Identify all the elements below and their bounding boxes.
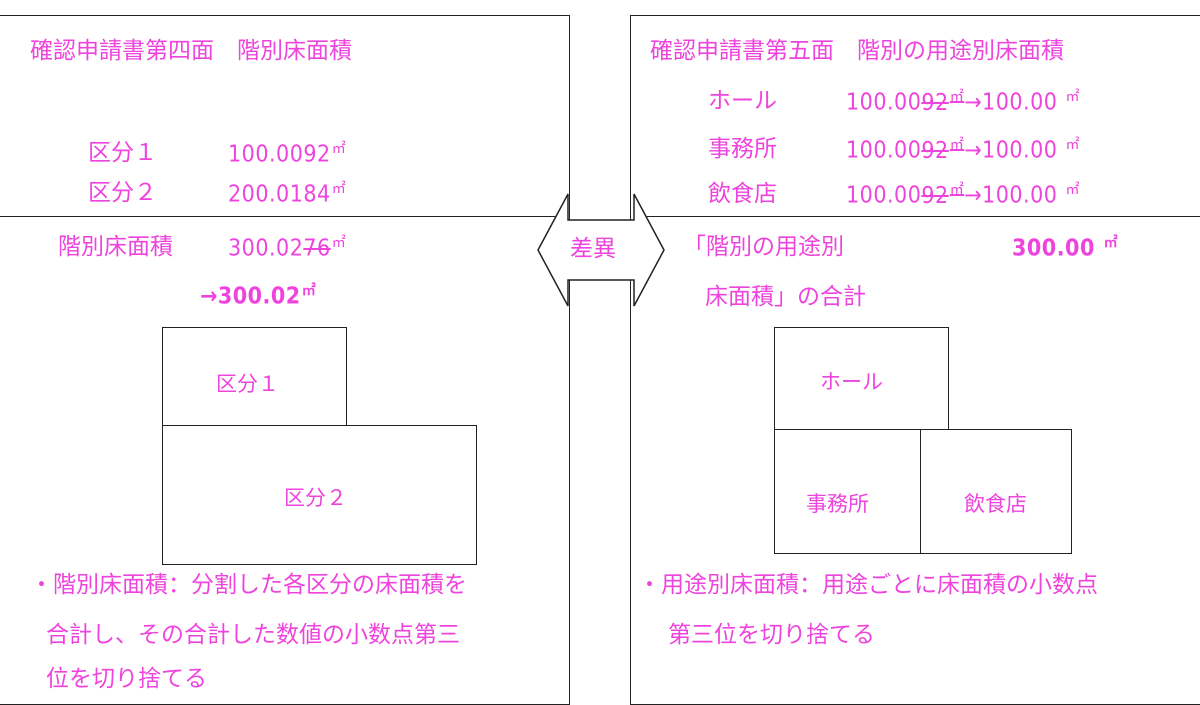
left-row-label: 区分２ bbox=[88, 180, 157, 206]
right-block-office bbox=[774, 429, 922, 554]
left-row-label: 区分１ bbox=[88, 140, 157, 166]
left-block-2-label: 区分２ bbox=[284, 486, 347, 510]
right-row-value: 100.0092㎡→100.00 ㎡ bbox=[846, 182, 1081, 209]
right-block-hall-label: ホール bbox=[820, 370, 883, 394]
left-row-value: 100.0092㎡ bbox=[228, 141, 347, 168]
center-label: 差異 bbox=[570, 236, 616, 262]
right-total-label-1: 「階別の用途別 bbox=[683, 234, 844, 260]
left-total-result: →300.02㎡ bbox=[200, 283, 317, 310]
right-row-label: ホール bbox=[708, 88, 777, 114]
right-note-line: ・用途別床面積：用途ごとに床面積の小数点 bbox=[638, 572, 1098, 598]
left-block-1 bbox=[162, 327, 347, 427]
left-block-2 bbox=[162, 425, 477, 565]
left-divider bbox=[0, 216, 560, 217]
right-row-value: 100.0092㎡→100.00 ㎡ bbox=[846, 137, 1081, 164]
right-total-value: 300.00 ㎡ bbox=[1012, 235, 1119, 262]
right-divider bbox=[638, 216, 1200, 217]
left-row-value: 200.0184㎡ bbox=[228, 181, 347, 208]
right-row-label: 事務所 bbox=[708, 136, 777, 162]
right-block-office-label: 事務所 bbox=[806, 492, 869, 516]
left-title: 確認申請書第四面 階別床面積 bbox=[30, 38, 352, 64]
left-total-label: 階別床面積 bbox=[58, 234, 173, 260]
left-total-value: 300.0276㎡ bbox=[228, 235, 347, 262]
right-note-line: 第三位を切り捨てる bbox=[668, 622, 875, 648]
double-arrow-icon bbox=[537, 193, 665, 307]
right-total-label-2: 床面積」の合計 bbox=[705, 284, 866, 310]
right-row-value: 100.0092㎡→100.00 ㎡ bbox=[846, 89, 1081, 116]
right-row-label: 飲食店 bbox=[708, 181, 777, 207]
right-block-restaurant bbox=[920, 429, 1072, 554]
left-note-line: 合計し、その合計した数値の小数点第三 bbox=[46, 622, 460, 648]
right-block-hall bbox=[774, 327, 949, 431]
left-block-1-label: 区分１ bbox=[216, 372, 279, 396]
left-note-line: 位を切り捨てる bbox=[46, 666, 207, 692]
left-note-line: ・階別床面積：分割した各区分の床面積を bbox=[30, 572, 467, 598]
right-block-restaurant-label: 飲食店 bbox=[964, 492, 1027, 516]
right-title: 確認申請書第五面 階別の用途別床面積 bbox=[650, 38, 1064, 64]
